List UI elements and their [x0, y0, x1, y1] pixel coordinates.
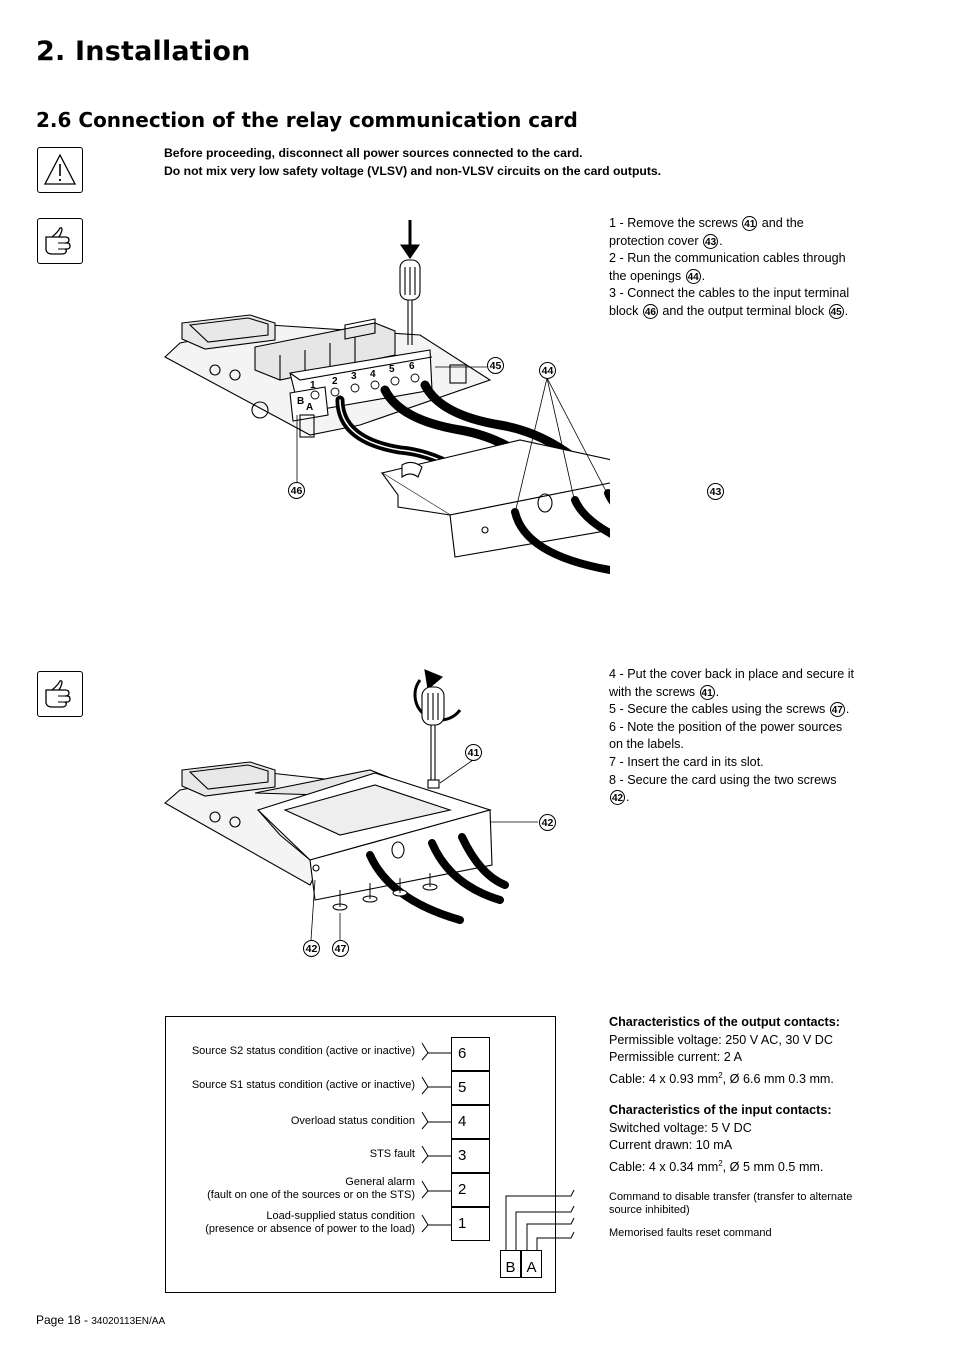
ref-badge: 41	[699, 684, 715, 700]
output-label-detail: (fault on one of the sources or on the S…	[207, 1189, 415, 1201]
terminal-number: 5	[389, 364, 395, 375]
step-line: 3 - Connect the cables to the input term…	[609, 286, 850, 301]
terminal-number: 6	[409, 361, 415, 372]
steps-4-8: 4 - Put the cover back in place and secu…	[609, 666, 854, 807]
callout-44: 44	[539, 362, 556, 379]
step-line: block 46 and the output terminal block 4…	[609, 303, 849, 320]
input-contacts-characteristics: Characteristics of the input contacts: S…	[609, 1102, 832, 1177]
terminal-2: 2	[451, 1173, 490, 1207]
ref-badge: 42	[610, 790, 625, 806]
terminal-4: 4	[451, 1105, 490, 1139]
warning-line-1: Before proceeding, disconnect all power …	[164, 146, 583, 160]
terminal-1: 1	[451, 1207, 490, 1241]
step-line: with the screws 41.	[609, 684, 720, 700]
terminal-5: 5	[451, 1071, 490, 1105]
callout-47: 47	[332, 940, 349, 957]
input-current: Current drawn: 10 mA	[609, 1138, 733, 1153]
output-label: General alarm	[345, 1176, 415, 1188]
terminal-3: 3	[451, 1139, 490, 1173]
page-number: Page 18 -	[36, 1313, 92, 1327]
warning-icon	[37, 147, 83, 193]
ref-badge: 41	[742, 216, 758, 232]
callout-42: 42	[539, 814, 556, 831]
output-label: STS fault	[369, 1148, 415, 1160]
callout-46: 46	[288, 482, 305, 499]
page-title: 2. Installation	[36, 36, 251, 67]
step-line: 4 - Put the cover back in place and secu…	[609, 667, 855, 681]
step-line: the openings 44.	[609, 268, 706, 284]
input-terminal-label: A	[306, 402, 313, 413]
step-line: 6 - Note the position of the power sourc…	[609, 719, 843, 734]
input-terminal-a: A	[521, 1250, 542, 1278]
steps-1-3: 1 - Remove the screws 41 and the protect…	[609, 215, 849, 321]
step-line: 42.	[610, 790, 630, 806]
terminal-number: 1	[310, 380, 316, 391]
pointing-hand-icon	[37, 671, 83, 717]
input-terminal-b: B	[500, 1250, 521, 1278]
terminal-number: 2	[332, 376, 338, 387]
input-cable: Cable: 4 x 0.34 mm2, Ø 5 mm 0.5 mm.	[609, 1159, 824, 1175]
output-label: Load-supplied status condition	[266, 1210, 415, 1222]
ref-badge: 47	[829, 702, 845, 718]
page-footer: Page 18 - 34020113EN/AA	[36, 1313, 165, 1327]
input-terminal-label: B	[297, 396, 304, 407]
step-line: protection cover 43.	[609, 233, 723, 249]
wiring-diagram	[165, 1016, 556, 1293]
terminal-6: 6	[451, 1037, 490, 1071]
pointing-hand-icon	[37, 218, 83, 264]
callout-41: 41	[465, 744, 482, 761]
step-line: 1 - Remove the screws 41 and the	[609, 216, 804, 232]
contact-symbols	[421, 1042, 575, 1250]
output-label: Source S1 status condition (active or in…	[191, 1079, 415, 1091]
terminal-number: 4	[370, 369, 376, 380]
callout-45: 45	[487, 357, 504, 374]
output-labels: Source S2 status condition (active or in…	[165, 1016, 415, 1293]
section-title: 2.6 Connection of the relay communicatio…	[36, 108, 578, 132]
disable-transfer-command: Command to disable transfer (transfer to…	[609, 1191, 853, 1216]
ref-badge: 43	[703, 233, 719, 249]
input-voltage: Switched voltage: 5 V DC	[609, 1120, 752, 1135]
step-line: 8 - Secure the card using the two screws	[609, 772, 837, 787]
ref-badge: 45	[828, 304, 844, 320]
ref-badge: 46	[642, 304, 658, 320]
output-contacts-heading: Characteristics of the output contacts:	[609, 1015, 840, 1029]
output-current: Permissible current: 2 A	[609, 1050, 742, 1065]
output-label: Overload status condition	[290, 1115, 415, 1127]
input-contacts-heading: Characteristics of the input contacts:	[609, 1103, 832, 1117]
reset-command: Memorised faults reset command	[609, 1227, 772, 1239]
step-line: 2 - Run the communication cables through	[609, 251, 846, 266]
output-voltage: Permissible voltage: 250 V AC, 30 V DC	[609, 1032, 833, 1047]
callout-43: 43	[707, 483, 724, 500]
output-label: Source S2 status condition (active or in…	[191, 1045, 415, 1057]
figure-card-removal: 1 2 3 4 5 6 B A	[164, 220, 610, 574]
callout-42: 42	[303, 940, 320, 957]
output-label-detail: (presence or absence of power to the loa…	[205, 1223, 415, 1235]
step-line: on the labels.	[609, 737, 684, 752]
output-contacts-characteristics: Characteristics of the output contacts: …	[609, 1014, 840, 1089]
output-cable: Cable: 4 x 0.93 mm2, Ø 6.6 mm 0.3 mm.	[609, 1071, 834, 1087]
step-line: 5 - Secure the cables using the screws 4…	[609, 702, 850, 718]
step-line: 7 - Insert the card in its slot.	[609, 754, 764, 769]
warning-text: Before proceeding, disconnect all power …	[164, 145, 661, 180]
figure-card-reassembly	[164, 669, 538, 941]
warning-line-2: Do not mix very low safety voltage (VLSV…	[164, 163, 662, 178]
terminal-number: 3	[351, 371, 357, 382]
ref-badge: 44	[685, 268, 701, 284]
document-code: 34020113EN/AA	[91, 1316, 166, 1327]
